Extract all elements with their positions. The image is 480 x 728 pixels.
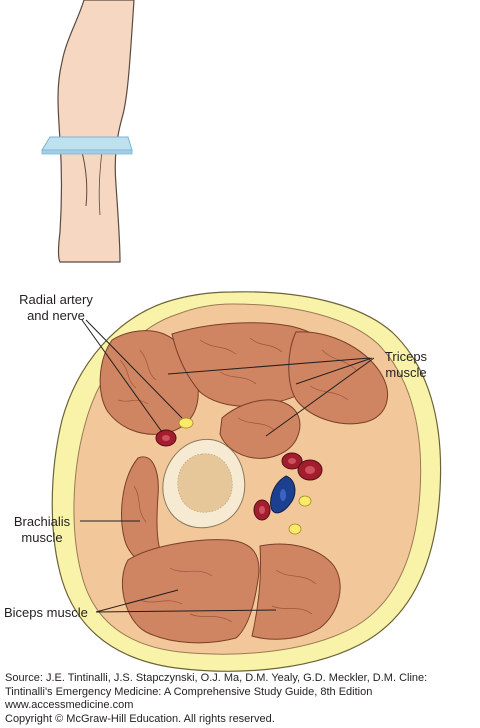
label-line: Radial artery	[19, 292, 93, 307]
label-line: and nerve	[27, 308, 85, 323]
upper-arm-skin	[57, 0, 135, 263]
brachial-artery-lumen	[288, 458, 296, 464]
vein-lumen	[280, 489, 286, 501]
leader-line-biceps	[95, 589, 179, 613]
leader-lines	[80, 319, 375, 613]
leader-line-triceps	[295, 357, 373, 385]
leader-line-biceps	[95, 609, 277, 613]
label-biceps-muscle: Biceps muscle	[4, 605, 88, 621]
source-credits: Source: J.E. Tintinalli, J.S. Stapczynsk…	[5, 672, 427, 726]
brachial-artery-lumen	[259, 506, 265, 514]
leader-line-radial-artery	[81, 319, 163, 433]
credit-url[interactable]: www.accessmedicine.com	[5, 699, 134, 711]
skin-crease	[98, 149, 103, 216]
credit-source: Source: J.E. Tintinalli, J.S. Stapczynsk…	[5, 672, 428, 684]
leader-line-triceps	[167, 357, 371, 375]
leader-line-triceps	[265, 357, 375, 437]
label-line: muscle	[385, 365, 427, 380]
label-line: Triceps	[384, 349, 428, 364]
median-nerve	[298, 495, 312, 507]
skin-crease	[81, 151, 88, 207]
credit-copyright: Copyright © McGraw-Hill Education. All r…	[5, 712, 275, 725]
radial-nerve	[178, 417, 194, 429]
ultrasound-probe-band	[41, 136, 133, 151]
label-line: muscle	[21, 530, 63, 545]
label-line: Biceps muscle	[4, 605, 88, 620]
brachial-artery-lumen	[305, 466, 315, 474]
ultrasound-probe-band	[41, 149, 133, 155]
biceps-long-head	[251, 543, 341, 640]
ulnar-nerve	[288, 523, 302, 535]
cross-section	[51, 291, 442, 672]
credit-book: Tintinalli's Emergency Medicine: A Compr…	[5, 685, 373, 698]
label-brachialis-muscle: Brachialis muscle	[4, 514, 80, 546]
upper-arm-illustration	[41, 0, 135, 263]
label-triceps-muscle: Triceps muscle	[370, 349, 442, 381]
humerus-marrow	[177, 453, 233, 513]
biceps-short-head	[121, 539, 260, 644]
triceps-deep-part	[219, 399, 301, 459]
muscle-texture	[117, 337, 357, 623]
radial-artery-lumen	[162, 435, 170, 441]
triceps-medial-head	[288, 331, 388, 425]
label-radial-artery-and-nerve: Radial artery and nerve	[4, 292, 108, 324]
label-line: Brachialis	[13, 514, 71, 529]
leader-line-radial-nerve	[85, 319, 183, 419]
